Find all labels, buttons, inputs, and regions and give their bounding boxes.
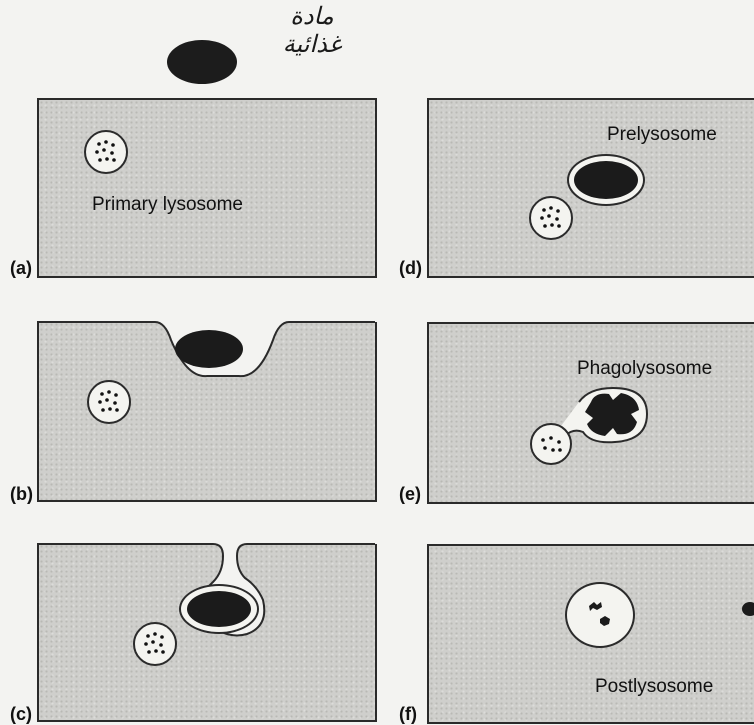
panel-a: Primary lysosome bbox=[37, 98, 377, 278]
panel-a-letter: (a) bbox=[9, 258, 33, 279]
panel-b-letter: (b) bbox=[9, 484, 34, 505]
phagosome bbox=[179, 584, 259, 634]
panel-a-label: Primary lysosome bbox=[92, 194, 243, 216]
postlysosome bbox=[565, 582, 635, 648]
primary-lysosome bbox=[84, 130, 128, 174]
food-label: مادة غذائية bbox=[262, 2, 362, 58]
panel-f-label: Postlysosome bbox=[595, 676, 713, 698]
panel-c bbox=[37, 544, 377, 722]
food-particle-engulfing bbox=[173, 328, 247, 372]
primary-lysosome bbox=[87, 380, 131, 424]
panel-e: Phagolysosome bbox=[427, 322, 754, 504]
residual-body bbox=[742, 602, 754, 616]
panel-e-label: Phagolysosome bbox=[577, 358, 712, 380]
panel-d: Prelysosome bbox=[427, 98, 754, 278]
primary-lysosome bbox=[133, 622, 177, 666]
panel-e-letter: (e) bbox=[398, 484, 422, 505]
panel-b bbox=[37, 322, 377, 502]
panel-d-label: Prelysosome bbox=[607, 124, 717, 146]
prelysosome bbox=[567, 154, 645, 206]
food-particle bbox=[167, 40, 237, 84]
primary-lysosome bbox=[529, 196, 573, 240]
panel-f-letter: (f) bbox=[398, 704, 418, 725]
phagolysosome bbox=[529, 384, 689, 494]
panel-c-letter: (c) bbox=[9, 704, 33, 725]
panel-f: Postlysosome bbox=[427, 544, 754, 724]
panel-d-letter: (d) bbox=[398, 258, 423, 279]
